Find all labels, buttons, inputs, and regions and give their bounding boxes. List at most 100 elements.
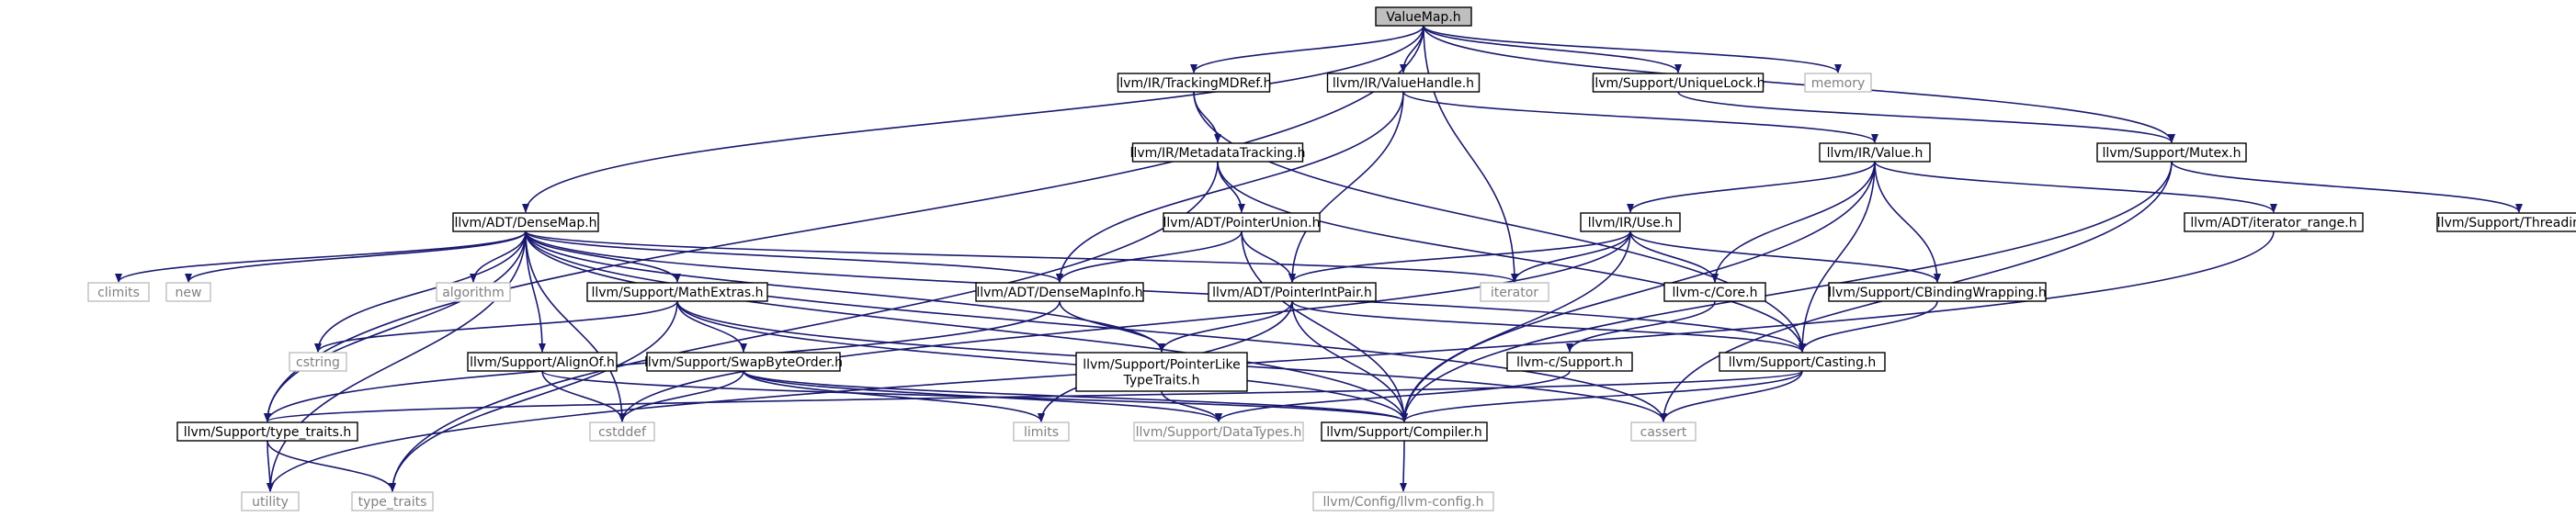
node-densemap-label: llvm/ADT/DenseMap.h	[454, 216, 596, 230]
edge-ptrliketraits-to-datatypes	[1161, 390, 1222, 422]
edge-cbinding-to-casting	[1799, 300, 1938, 353]
edge-densemap-to-typetraitsh	[264, 230, 527, 422]
node-ptrintpair-box	[1208, 282, 1377, 302]
node-densemapinfo-label: llvm/ADT/DenseMapInfo.h	[976, 286, 1142, 300]
node-memory-label: memory	[1811, 76, 1866, 91]
node-iterator-label: iterator	[1491, 286, 1538, 300]
node-ptrunion[interactable]: llvm/ADT/PointerUnion.h	[1163, 212, 1321, 232]
node-uniquelock[interactable]: llvm/Support/UniqueLock.h	[1591, 73, 1765, 93]
node-ccore[interactable]: llvm-c/Core.h	[1663, 282, 1766, 302]
node-new-box	[165, 282, 211, 302]
edge-irvalue-to-irUse	[1627, 161, 1876, 213]
node-cassert-label: cassert	[1640, 425, 1687, 440]
node-cbinding[interactable]: llvm/Support/CBindingWrapping.h	[1828, 282, 2047, 302]
edge-valuehandle-to-densemapinfo	[1056, 91, 1404, 283]
node-iterrange[interactable]: llvm/ADT/iterator_range.h	[2184, 212, 2364, 232]
node-valuemap[interactable]: ValueMap.h	[1375, 6, 1472, 27]
node-threading-label: llvm/Support/Threading.h	[2437, 216, 2576, 230]
node-irUse-label: llvm/IR/Use.h	[1588, 216, 1673, 230]
node-llvmconfig: llvm/Config/llvm-config.h	[1312, 491, 1494, 511]
node-limits-box	[1013, 421, 1070, 442]
node-valuemap-label: ValueMap.h	[1386, 10, 1460, 25]
node-alignof-box	[467, 352, 618, 372]
edge-mathextras-to-cstring	[314, 300, 678, 353]
edge-ptrintpair-to-ptrliketraits	[1158, 300, 1293, 353]
node-threading[interactable]: llvm/Support/Threading.h	[2436, 212, 2576, 232]
node-cstring: cstring	[289, 352, 347, 372]
node-ptrliketraits-label-1: TypeTraits.h	[1123, 374, 1200, 388]
node-compiler-box	[1321, 421, 1488, 442]
edge-irvalue-to-ccore	[1711, 161, 1876, 283]
node-mutex[interactable]: llvm/Support/Mutex.h	[2096, 142, 2247, 163]
edge-irUse-to-ptrintpair	[1288, 230, 1631, 283]
node-mathextras-box	[586, 282, 768, 302]
edge-mathextras-to-swapbyte	[676, 300, 747, 353]
edge-mdtracking-to-ptrunion	[1217, 161, 1245, 213]
node-stdtypetraits: type_traits	[351, 491, 434, 511]
node-casting-box	[1719, 352, 1886, 372]
edge-mdtracking-to-casting	[1217, 161, 1806, 353]
node-irUse[interactable]: llvm/IR/Use.h	[1580, 212, 1681, 232]
edge-casting-to-cassert	[1660, 370, 1803, 422]
node-compiler-label: llvm/Support/Compiler.h	[1326, 425, 1482, 440]
node-mathextras[interactable]: llvm/Support/MathExtras.h	[586, 282, 768, 302]
edge-ptrunion-to-compiler	[1241, 230, 1408, 422]
node-valuehandle-label: llvm/IR/ValueHandle.h	[1333, 76, 1474, 91]
node-densemapinfo-box	[975, 282, 1144, 302]
edge-irvalue-to-cbinding	[1874, 161, 1941, 283]
node-ptrliketraits-label-0: llvm/Support/PointerLike	[1083, 358, 1241, 373]
edge-irvalue-to-casting	[1799, 161, 1876, 353]
node-compiler[interactable]: llvm/Support/Compiler.h	[1321, 421, 1488, 442]
node-threading-box	[2436, 212, 2576, 232]
edge-densemap-to-new	[185, 230, 527, 283]
edge-valuemap-to-memory	[1423, 25, 1842, 73]
node-ptrintpair[interactable]: llvm/ADT/PointerIntPair.h	[1208, 282, 1377, 302]
node-mutex-label: llvm/Support/Mutex.h	[2103, 146, 2241, 161]
node-casting-label: llvm/Support/Casting.h	[1729, 355, 1877, 370]
node-mdtracking[interactable]: llvm/IR/MetadataTracking.h	[1130, 142, 1306, 163]
edge-swapbyte-to-limits	[743, 370, 1045, 422]
node-ptrunion-label: llvm/ADT/PointerUnion.h	[1163, 216, 1321, 230]
edge-irvalue-to-iterrange	[1874, 161, 2277, 213]
edge-densemap-to-casting	[525, 230, 1806, 353]
edge-valuemap-to-uniquelock	[1423, 25, 1682, 73]
node-irUse-box	[1580, 212, 1681, 232]
node-valuehandle[interactable]: llvm/IR/ValueHandle.h	[1326, 73, 1481, 93]
edge-irUse-to-cstddef	[618, 230, 1631, 422]
edge-compiler-to-llvmconfig	[1400, 440, 1408, 492]
node-alignof[interactable]: llvm/Support/AlignOf.h	[467, 352, 618, 372]
node-cassert: cassert	[1630, 421, 1697, 442]
node-valuehandle-box	[1326, 73, 1481, 93]
node-cbinding-label: llvm/Support/CBindingWrapping.h	[1828, 286, 2046, 300]
node-climits-label: climits	[97, 286, 140, 300]
node-irvalue-label: llvm/IR/Value.h	[1827, 146, 1923, 161]
edge-valuehandle-to-ptrintpair	[1288, 91, 1404, 283]
node-swapbyte[interactable]: llvm/Support/SwapByteOrder.h	[644, 352, 843, 372]
node-climits-box	[87, 282, 150, 302]
node-cstring-label: cstring	[296, 355, 340, 370]
node-tracking[interactable]: llvm/IR/TrackingMDRef.h	[1116, 73, 1272, 93]
edge-valuemap-to-tracking	[1190, 25, 1424, 73]
node-mathextras-label: llvm/Support/MathExtras.h	[591, 286, 763, 300]
node-iterrange-label: llvm/ADT/iterator_range.h	[2190, 216, 2356, 230]
edge-swapbyte-to-datatypes	[743, 370, 1222, 422]
node-densemap[interactable]: llvm/ADT/DenseMap.h	[452, 212, 599, 232]
node-uniquelock-box	[1592, 73, 1765, 93]
edge-typetraitsh-to-utility	[266, 440, 274, 492]
node-casting[interactable]: llvm/Support/Casting.h	[1719, 352, 1886, 372]
edge-ptrunion-to-ptrintpair	[1241, 230, 1296, 283]
edge-casting-to-typetraitsh	[264, 370, 1803, 422]
node-typetraitsh-label: llvm/Support/type_traits.h	[184, 425, 352, 440]
node-cstddef-label: cstddef	[598, 425, 647, 440]
node-densemapinfo[interactable]: llvm/ADT/DenseMapInfo.h	[975, 282, 1144, 302]
node-irvalue[interactable]: llvm/IR/Value.h	[1819, 142, 1931, 163]
edge-typetraitsh-to-stdtypetraits	[267, 440, 396, 492]
node-irvalue-box	[1819, 142, 1931, 163]
node-llvmconfig-label: llvm/Config/llvm-config.h	[1323, 495, 1484, 510]
node-typetraitsh[interactable]: llvm/Support/type_traits.h	[176, 421, 358, 442]
node-ptrunion-box	[1163, 212, 1321, 232]
node-ptrliketraits-box	[1075, 352, 1248, 392]
node-csupport[interactable]: llvm-c/Support.h	[1506, 352, 1633, 372]
edge-irUse-to-cbinding	[1629, 230, 1941, 283]
